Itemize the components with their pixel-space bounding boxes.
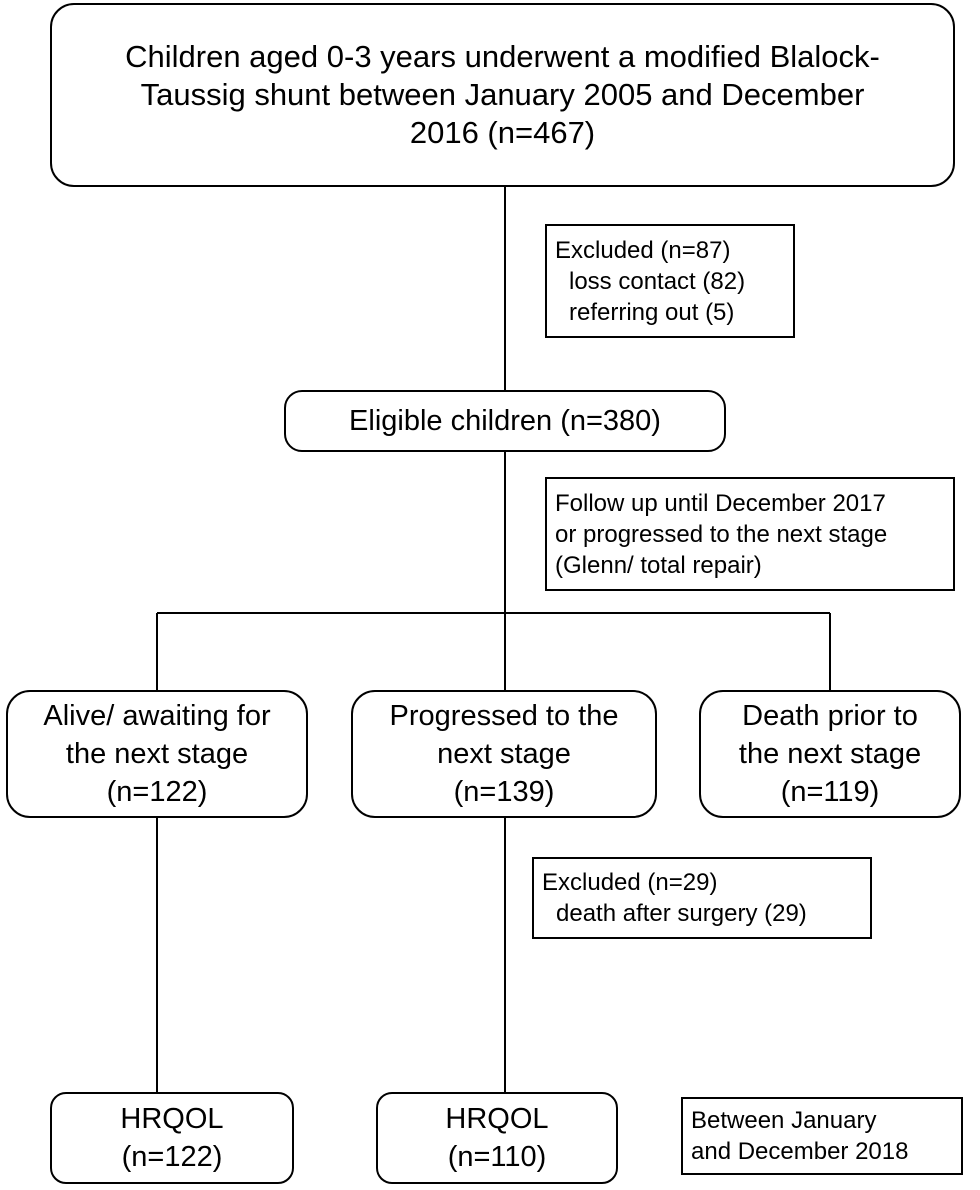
hrqol-progressed-line-2: (n=110) <box>447 1141 547 1173</box>
top-box-line-3: 2016 (n=467) <box>409 115 596 150</box>
branch-progressed-line-3: (n=139) <box>453 776 555 808</box>
excluded-1-reason-2: referring out (5) <box>569 298 735 326</box>
branch-alive-line-3: (n=122) <box>106 776 208 808</box>
excluded-2-title: Excluded (n=29) <box>542 869 718 896</box>
excluded-1-reason-1: loss contact (82) <box>569 267 746 295</box>
branch-alive-line-2: the next stage <box>65 738 249 770</box>
period-note-box: Between January and December 2018 <box>681 1097 963 1175</box>
eligible-box: Eligible children (n=380) <box>284 390 726 452</box>
followup-line-1: Follow up until December 2017 <box>555 489 886 517</box>
eligible-label: Eligible children (n=380) <box>349 405 661 437</box>
followup-line-3: (Glenn/ total repair) <box>555 551 762 579</box>
hrqol-progressed-box: HRQOL (n=110) <box>376 1092 618 1184</box>
branch-alive-box: Alive/ awaiting for the next stage (n=12… <box>6 690 308 818</box>
branch-progressed-line-1: Progressed to the <box>389 700 619 732</box>
followup-box: Follow up until December 2017 or progres… <box>545 477 955 591</box>
branch-death-line-1: Death prior to <box>742 700 918 732</box>
hrqol-alive-line-1: HRQOL <box>120 1103 224 1135</box>
branch-death-line-2: the next stage <box>738 738 922 770</box>
branch-progressed-box: Progressed to the next stage (n=139) <box>351 690 657 818</box>
excluded-1-title: Excluded (n=87) <box>555 236 731 264</box>
period-note-line-2: and December 2018 <box>691 1138 909 1165</box>
hrqol-progressed-line-1: HRQOL <box>445 1103 549 1135</box>
excluded-box-1: Excluded (n=87) loss contact (82) referr… <box>545 224 795 338</box>
excluded-2-reason-1: death after surgery (29) <box>556 900 807 927</box>
hrqol-alive-line-2: (n=122) <box>121 1141 223 1173</box>
top-box: Children aged 0-3 years underwent a modi… <box>50 3 955 187</box>
branch-death-line-3: (n=119) <box>780 776 880 808</box>
top-box-line-2: Taussig shunt between January 2005 and D… <box>140 77 865 112</box>
branch-alive-line-1: Alive/ awaiting for <box>43 700 271 732</box>
excluded-box-2: Excluded (n=29) death after surgery (29) <box>532 857 872 939</box>
hrqol-alive-box: HRQOL (n=122) <box>50 1092 294 1184</box>
period-note-line-1: Between January <box>691 1107 877 1134</box>
followup-line-2: or progressed to the next stage <box>555 520 888 548</box>
branch-progressed-line-2: next stage <box>437 738 571 770</box>
branch-death-box: Death prior to the next stage (n=119) <box>699 690 961 818</box>
top-box-line-1: Children aged 0-3 years underwent a modi… <box>125 39 880 74</box>
